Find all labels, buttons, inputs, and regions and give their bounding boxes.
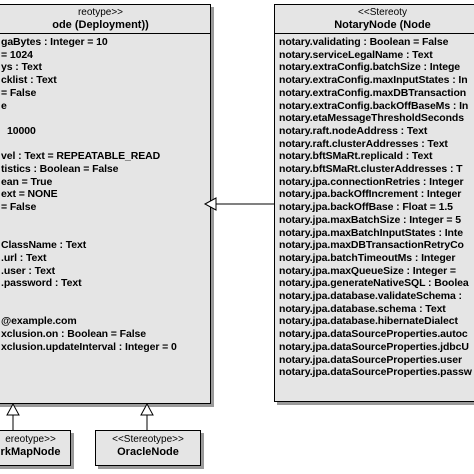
notary-attribute: notary.jpa.dataSourceProperties.autoc xyxy=(279,328,468,341)
network-map-node-class-name: rkMapNode xyxy=(0,446,61,458)
notary-attribute: notary.extraConfig.batchSize : Intege xyxy=(279,61,461,74)
notary-attribute: notary.jpa.maxBatchSize : Integer = 5 xyxy=(279,213,461,226)
node-attribute xyxy=(1,214,206,227)
oracle-node-class-box[interactable]: <<Stereotype>> OracleNode xyxy=(95,430,201,466)
notary-attribute: notary.extraConfig.backOffBaseMs : In xyxy=(279,99,469,112)
notary-attribute: notary.jpa.dataSourceProperties.jdbcU xyxy=(279,340,469,353)
notary-attribute: notary.jpa.database.schema : Text xyxy=(279,302,446,315)
node-class-box[interactable]: reotype>> ode (Deployment)) gaBytes : In… xyxy=(0,4,211,404)
node-attribute: = 1024 xyxy=(1,48,33,61)
node-attribute xyxy=(1,112,206,125)
notary-node-class-box[interactable]: <<Stereoty NotaryNode (Node notary.valid… xyxy=(274,4,474,402)
notary-attribute: notary.bftSMaRt.replicaId : Text xyxy=(279,150,433,163)
node-attribute: ext = NONE xyxy=(1,188,58,201)
notary-attribute: notary.raft.nodeAddress : Text xyxy=(279,124,428,137)
oracle-node-class-name: OracleNode xyxy=(117,446,179,458)
network-map-node-stereotype: ereotype>> xyxy=(5,434,56,445)
node-attribute: vel : Text = REPEATABLE_READ xyxy=(1,150,161,163)
notary-node-header: <<Stereoty NotaryNode (Node xyxy=(275,5,474,34)
notary-attribute: notary.jpa.generateNativeSQL : Boolea xyxy=(279,277,469,290)
node-attribute: xclusion.updateInterval : Integer = 0 xyxy=(1,340,177,353)
notary-node-class-name: NotaryNode (Node xyxy=(334,19,431,31)
node-class-name: ode (Deployment)) xyxy=(52,19,149,31)
node-attribute: .url : Text xyxy=(1,251,47,264)
notary-attribute: notary.extraConfig.maxDBTransaction xyxy=(279,86,467,99)
network-map-generalization-arrowhead xyxy=(6,402,20,416)
node-attribute: = False xyxy=(1,86,37,99)
node-attribute: xclusion.on : Boolean = False xyxy=(1,328,147,341)
notary-attribute: notary.etaMessageThresholdSeconds xyxy=(279,112,464,125)
notary-attribute: notary.jpa.dataSourceProperties.passw xyxy=(279,366,472,379)
notary-attribute: notary.jpa.maxDBTransactionRetryCo xyxy=(279,239,464,252)
oracle-generalization-arrowhead xyxy=(140,402,154,416)
node-attribute: cklist : Text xyxy=(1,74,57,87)
node-attribute: .password : Text xyxy=(1,277,82,290)
node-attribute: @example.com xyxy=(1,315,77,328)
notary-attribute: notary.jpa.maxQueueSize : Integer = xyxy=(279,264,456,277)
node-attribute xyxy=(1,303,206,316)
notary-attribute: notary.jpa.dataSourceProperties.user xyxy=(279,353,462,366)
notary-attribute: notary.serviceLegalName : Text xyxy=(279,48,433,61)
notary-attribute: notary.jpa.database.validateSchema : xyxy=(279,290,462,303)
node-class-header: reotype>> ode (Deployment)) xyxy=(0,5,210,34)
notary-attribute: notary.jpa.database.hibernateDialect xyxy=(279,315,458,328)
notary-attribute: notary.validating : Boolean = False xyxy=(279,36,449,48)
node-attribute: ys : Text xyxy=(1,61,42,74)
node-attribute: 10000 xyxy=(7,124,36,137)
node-attribute: = False xyxy=(1,201,37,214)
node-attribute: gaBytes : Integer = 10 xyxy=(1,36,108,48)
node-attribute: ClassName : Text xyxy=(1,239,87,252)
notary-node-stereotype: <<Stereoty xyxy=(358,7,407,18)
node-attribute: tistics : Boolean = False xyxy=(1,163,119,175)
notary-attribute: notary.jpa.maxBatchInputStates : Inte xyxy=(279,226,463,239)
notary-attribute: notary.jpa.connectionRetries : Integer xyxy=(279,175,464,188)
notary-attribute: notary.extraConfig.maxInputStates : In xyxy=(279,74,468,87)
notary-attribute: notary.bftSMaRt.clusterAddresses : T xyxy=(279,163,463,176)
notary-attribute: notary.jpa.backOffIncrement : Integer xyxy=(279,188,462,201)
notary-attribute: notary.raft.clusterAddresses : Text xyxy=(279,137,448,150)
node-attribute xyxy=(1,227,206,240)
notary-attribute: notary.jpa.backOffBase : Float = 1.5 xyxy=(279,201,453,214)
node-attribute: .user : Text xyxy=(1,264,56,277)
node-attribute: ean = True xyxy=(1,175,53,188)
node-attribute xyxy=(1,138,206,151)
oracle-node-stereotype: <<Stereotype>> xyxy=(112,434,184,445)
node-attribute xyxy=(1,290,206,303)
node-stereotype: reotype>> xyxy=(77,7,124,18)
network-map-node-class-box[interactable]: ereotype>> rkMapNode xyxy=(0,430,71,466)
node-attribute: e xyxy=(1,99,7,112)
notary-attribute: notary.jpa.batchTimeoutMs : Integer xyxy=(279,251,456,264)
